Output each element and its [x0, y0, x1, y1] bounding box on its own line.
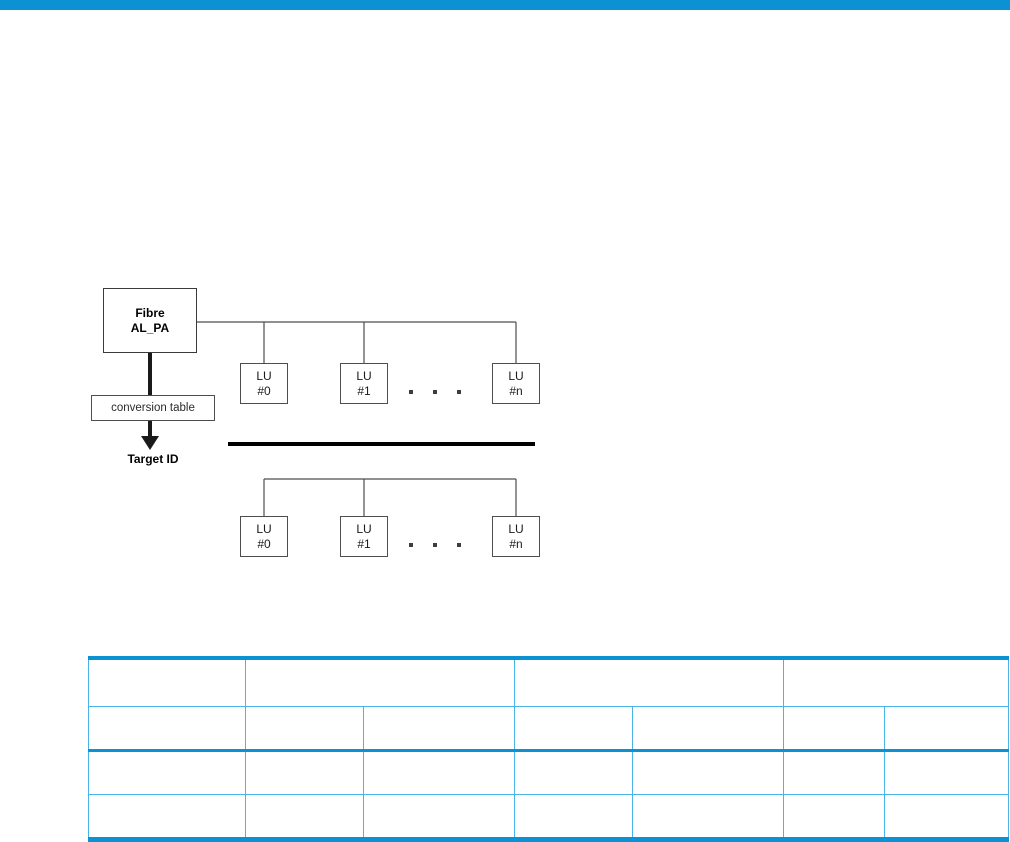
- table-cell: [363, 794, 515, 842]
- lu-box-top-1: LU #1: [340, 363, 388, 404]
- table-cell-header-1: [245, 656, 515, 707]
- data-table: [88, 656, 1009, 842]
- ellipsis-dot: [409, 543, 413, 547]
- diagram-connectors: [141, 321, 535, 516]
- lu-box-top-0: LU #0: [240, 363, 288, 404]
- table-cell: [363, 750, 515, 795]
- ellipsis-dot: [409, 390, 413, 394]
- lu-box-bottom-n-line1: LU: [508, 521, 524, 536]
- node-fibre-al-pa: Fibre AL_PA: [103, 288, 197, 353]
- table-cell-subheader-0: [88, 706, 246, 752]
- lu-box-bottom-n-line2: #n: [509, 536, 523, 551]
- lu-box-bottom-1: LU #1: [340, 516, 388, 557]
- node-fibre-al-pa-line2: AL_PA: [130, 320, 170, 335]
- table-cell-subheader-6: [884, 706, 1009, 752]
- table-cell: [783, 794, 885, 842]
- lu-box-bottom-1-line2: #1: [357, 536, 371, 551]
- lu-box-bottom-0-line2: #0: [257, 536, 271, 551]
- lu-box-bottom-0: LU #0: [240, 516, 288, 557]
- node-fibre-al-pa-line1: Fibre: [135, 305, 165, 320]
- table-cell-subheader-4: [632, 706, 784, 752]
- label-target-id: Target ID: [127, 452, 179, 466]
- lu-box-bottom-1-line1: LU: [356, 521, 372, 536]
- lu-box-top-n: LU #n: [492, 363, 540, 404]
- lu-box-top-1-line1: LU: [356, 368, 372, 383]
- table-cell: [88, 750, 246, 795]
- table-cell: [245, 794, 364, 842]
- lu-box-top-1-line2: #1: [357, 383, 371, 398]
- table-cell: [632, 750, 784, 795]
- table-row: [88, 794, 1009, 842]
- top-accent-bar: [0, 0, 1010, 10]
- table-cell: [632, 794, 784, 842]
- ellipsis-dots-top: [409, 390, 461, 394]
- lu-box-top-n-line1: LU: [508, 368, 524, 383]
- table-cell: [884, 794, 1009, 842]
- lu-box-bottom-0-line1: LU: [256, 521, 272, 536]
- table-cell-header-3: [783, 656, 1009, 707]
- ellipsis-dot: [457, 390, 461, 394]
- table-cell: [245, 750, 364, 795]
- table-cell: [783, 750, 885, 795]
- node-conversion-table-label: conversion table: [111, 401, 195, 414]
- lu-box-bottom-n: LU #n: [492, 516, 540, 557]
- table-cell-subheader-2: [363, 706, 515, 752]
- table-row-header: [88, 656, 1009, 707]
- lu-box-top-0-line2: #0: [257, 383, 271, 398]
- table-cell: [514, 750, 633, 795]
- table-row: [88, 750, 1009, 795]
- table-cell-subheader-1: [245, 706, 364, 752]
- fibre-al-pa-diagram: Fibre AL_PA conversion table Target ID L…: [91, 288, 540, 557]
- lu-box-top-n-line2: #n: [509, 383, 523, 398]
- table-cell-subheader-3: [514, 706, 633, 752]
- table-row-subheader: [88, 706, 1009, 752]
- table-cell: [514, 794, 633, 842]
- target-id-arrowhead: [141, 436, 159, 450]
- ellipsis-dot: [433, 390, 437, 394]
- node-conversion-table: conversion table: [91, 395, 215, 421]
- table-cell-header-0: [88, 656, 246, 707]
- table-cell-subheader-5: [783, 706, 885, 752]
- ellipsis-dot: [433, 543, 437, 547]
- ellipsis-dots-bottom: [409, 543, 461, 547]
- lu-box-top-0-line1: LU: [256, 368, 272, 383]
- ellipsis-dot: [457, 543, 461, 547]
- table-cell: [88, 794, 246, 842]
- table-cell: [884, 750, 1009, 795]
- table-cell-header-2: [514, 656, 784, 707]
